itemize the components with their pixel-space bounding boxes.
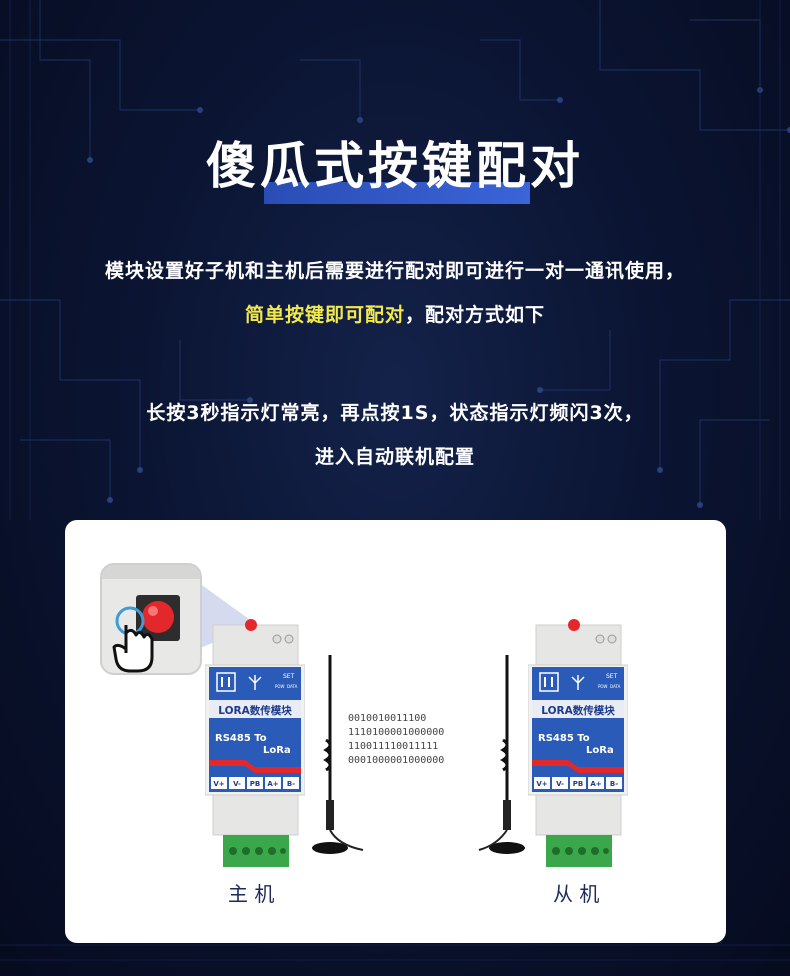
master-antenna-icon [312, 655, 364, 854]
svg-text:POW: POW [275, 684, 285, 689]
antenna-symbol-icon [571, 675, 585, 690]
svg-text:PB: PB [573, 780, 583, 788]
svg-text:DATA: DATA [287, 684, 298, 689]
intro-line-2-rest: ，配对方式如下 [405, 304, 546, 326]
button-zoom-inset [100, 563, 202, 675]
slave-label: 从 机 [553, 882, 600, 906]
svg-text:SET: SET [283, 673, 295, 680]
svg-text:V+: V+ [536, 780, 547, 788]
steps-line-1: 长按3秒指示灯常亮，再点按1S，状态指示灯频闪3次， [146, 402, 644, 424]
data-stream: 0010010011100 1110100001000000 110011110… [348, 713, 445, 766]
svg-text:B-: B- [610, 780, 618, 788]
svg-text:DATA: DATA [610, 684, 621, 689]
svg-text:LoRa: LoRa [586, 745, 614, 756]
master-module-name: LORA数传模块 [218, 704, 292, 717]
master-module: SET POW DATA LORA数传模块 RS485 To LoRa V+ V… [205, 619, 305, 867]
hand-pointer-icon [112, 606, 154, 673]
svg-text:RS485 To: RS485 To [538, 733, 590, 744]
svg-text:POW: POW [598, 684, 608, 689]
title-underline [264, 182, 530, 204]
svg-text:PB: PB [250, 780, 260, 788]
svg-text:B-: B- [287, 780, 295, 788]
intro-line-1: 模块设置好子机和主机后需要进行配对即可进行一对一通讯使用， [104, 260, 685, 282]
svg-text:A+: A+ [267, 780, 278, 788]
slave-module: SET POW DATA LORA数传模块 RS485 To LoRa V+ V… [528, 619, 628, 867]
antenna-symbol-icon [248, 675, 262, 690]
svg-text:RS485 To: RS485 To [215, 733, 267, 744]
intro-highlight: 简单按键即可配对 [244, 304, 405, 326]
master-label: 主 机 [228, 882, 275, 906]
slave-antenna-icon [478, 655, 525, 854]
title-block: 傻瓜式按键配对 [0, 130, 790, 210]
steps-line-2: 进入自动联机配置 [314, 446, 475, 468]
svg-text:V+: V+ [213, 780, 224, 788]
svg-text:V-: V- [556, 780, 564, 788]
svg-text:SET: SET [606, 673, 618, 680]
zoom-pointer [195, 580, 257, 650]
page-title: 傻瓜式按键配对 [206, 137, 584, 195]
master-button [245, 619, 257, 631]
svg-text:A+: A+ [590, 780, 601, 788]
slave-button [568, 619, 580, 631]
svg-text:LoRa: LoRa [263, 745, 291, 756]
slave-module-name: LORA数传模块 [541, 704, 615, 717]
intro-line-2: 简单按键即可配对，配对方式如下 [0, 300, 790, 327]
svg-text:V-: V- [233, 780, 241, 788]
